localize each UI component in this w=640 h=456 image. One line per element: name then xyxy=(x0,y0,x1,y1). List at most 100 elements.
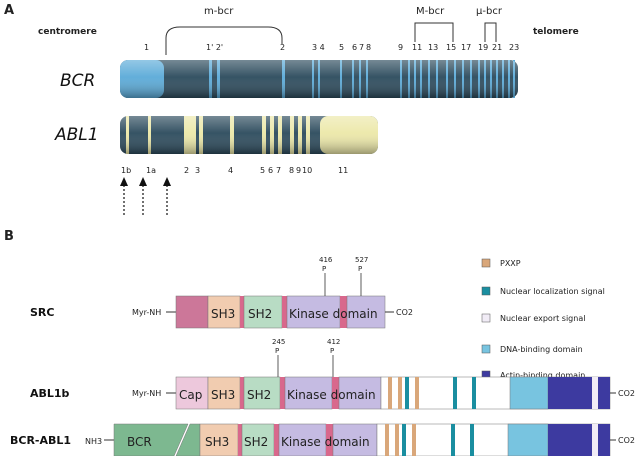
abl1b-cap-label: Cap xyxy=(179,388,202,402)
arrowhead-2 xyxy=(163,177,171,186)
src-linker-2 xyxy=(282,296,287,328)
abl1b-c-term: CO2 xyxy=(618,389,635,398)
M-bcr-bracket xyxy=(414,22,454,42)
abl1-gene-label: ABL1 xyxy=(54,125,99,145)
breakpoint-arrowheads xyxy=(120,177,171,186)
src-linker-1 xyxy=(240,296,244,328)
src-protein xyxy=(175,295,386,329)
abl1b-dna-binding xyxy=(509,376,549,410)
src-kinase-label: Kinase domain xyxy=(289,307,378,321)
bcr-abl1-protein-label: BCR-ABL1 xyxy=(10,434,71,447)
centromere-label: centromere xyxy=(38,27,97,37)
bcr-exon-label: 21 xyxy=(492,43,502,52)
bcr-chromosome xyxy=(120,60,518,98)
abl1-exon-label: 1a xyxy=(146,166,156,175)
mu-bcr-label: μ-bcr xyxy=(476,6,503,17)
legend-swatch-dna xyxy=(481,344,491,354)
bcr-abl1-nls-3 xyxy=(470,424,474,456)
bcr-abl1-nls-2 xyxy=(451,424,455,456)
legend-swatch-nls xyxy=(481,286,491,296)
src-phospho-p: P xyxy=(322,265,326,273)
m-bcr-label: m-bcr xyxy=(204,6,234,17)
abl1-exon-label: 3 xyxy=(195,166,200,175)
src-activation-loop xyxy=(340,296,347,328)
abl1b-sh2-label: SH2 xyxy=(247,388,271,402)
bcr-exon-label: 19 xyxy=(478,43,488,52)
bcr-abl1-bcr-domain xyxy=(113,423,189,456)
abl1-exon-label: 5 xyxy=(260,166,265,175)
abl1b-nes xyxy=(592,377,598,409)
abl1b-protein xyxy=(175,376,611,410)
abl1b-protein-label: ABL1b xyxy=(30,387,70,400)
telomere-label: telomere xyxy=(533,27,579,37)
abl1b-phospho-pos: 245 xyxy=(272,338,285,346)
bcr-exon-label: 15 xyxy=(446,43,456,52)
src-c-term: CO2 xyxy=(396,308,413,317)
bcr-exon-label: 7 xyxy=(359,43,364,52)
bcr-exon-label: 1' 2' xyxy=(206,43,223,52)
abl1-exon-label: 6 xyxy=(268,166,273,175)
abl1-exon-label: 10 xyxy=(302,166,312,175)
legend-label: DNA-binding domain xyxy=(500,345,583,354)
legend-label: PXXP xyxy=(500,259,521,268)
abl1b-activation-loop xyxy=(332,377,339,409)
bcr-abl1-nes xyxy=(592,424,598,456)
bcr-abl1-pxxp-3 xyxy=(412,424,416,456)
abl1-exon-labels: 1b 1a 2 3 4 5 6 7 8 9 10 11 xyxy=(121,166,348,175)
abl1b-nls-3 xyxy=(472,377,476,409)
bcr-abl1-nls-1 xyxy=(402,424,406,456)
abl1b-phospho-pos: 412 xyxy=(327,338,340,346)
abl1b-sh3-domain xyxy=(207,376,241,410)
bcr-abl1-pxxp-2 xyxy=(395,424,399,456)
src-n-term: Myr-NH xyxy=(132,308,161,317)
panel-b-label: B xyxy=(4,229,14,244)
M-bcr-label: M-bcr xyxy=(416,6,445,17)
legend-swatch-pxxp xyxy=(481,258,491,268)
abl1b-actin-binding-2 xyxy=(598,377,610,409)
abl1b-linker-2 xyxy=(280,377,285,409)
abl1-shading xyxy=(120,116,378,154)
abl1b-actin-binding-1 xyxy=(548,377,592,409)
bcr-abl1-actin-binding-1 xyxy=(548,424,592,456)
bcr-abl1-kinase-domain xyxy=(278,423,327,456)
abl1-exon-label: 2 xyxy=(184,166,189,175)
bcr-exon-label: 3 4 xyxy=(312,43,325,52)
bcr-exon-labels: 1 1' 2' 2 3 4 5 6 7 8 9 11 13 15 17 19 2… xyxy=(144,43,519,52)
bcr-exon-label: 13 xyxy=(428,43,438,52)
legend: PXXP Nuclear localization signal Nuclear… xyxy=(481,258,605,380)
bcr-shading xyxy=(120,60,518,98)
src-phospho-pos: 416 xyxy=(319,256,333,264)
src-unique-domain xyxy=(175,295,209,329)
abl1b-linker-1 xyxy=(240,377,244,409)
legend-swatch-nes xyxy=(481,313,491,323)
bcr-abl1-sh2-domain xyxy=(241,423,275,456)
abl1b-phospho-p: P xyxy=(330,347,334,355)
bcr-exon-label: 9 xyxy=(398,43,403,52)
abl1b-kinase-domain-c xyxy=(338,376,382,410)
src-kinase-domain xyxy=(286,295,341,329)
bcr-abl1-actin-binding-2 xyxy=(598,424,610,456)
bcr-exon-label: 8 xyxy=(366,43,371,52)
bcr-abl1-sh3-domain xyxy=(199,423,239,456)
bcr-exon-label: 1 xyxy=(144,43,149,52)
arrowhead-1a xyxy=(139,177,147,186)
bcr-abl1-sh3-label: SH3 xyxy=(205,435,229,449)
legend-label: Actin-binding domain xyxy=(500,371,585,380)
abl1b-sh3-label: SH3 xyxy=(211,388,235,402)
bcr-abl1-linker-1 xyxy=(238,424,242,456)
src-phospho-pos: 527 xyxy=(355,256,368,264)
bcr-exon-label: 5 xyxy=(339,43,344,52)
bcr-exon-label: 17 xyxy=(461,43,471,52)
bcr-abl1-activation-loop xyxy=(326,424,333,456)
legend-label: Nuclear export signal xyxy=(500,314,585,323)
abl1-exon-label: 8 xyxy=(289,166,294,175)
abl1b-pxxp-3 xyxy=(415,377,419,409)
abl1b-kinase-label: Kinase domain xyxy=(287,388,376,402)
abl1-exon-label: 9 xyxy=(296,166,301,175)
bcr-abl1-sh2-label: SH2 xyxy=(244,435,268,449)
abl1b-nls-2 xyxy=(453,377,457,409)
bcr-abl1-protein xyxy=(113,423,611,456)
bcr-abl1-linker-2 xyxy=(274,424,279,456)
arrowhead-1b xyxy=(120,177,128,186)
